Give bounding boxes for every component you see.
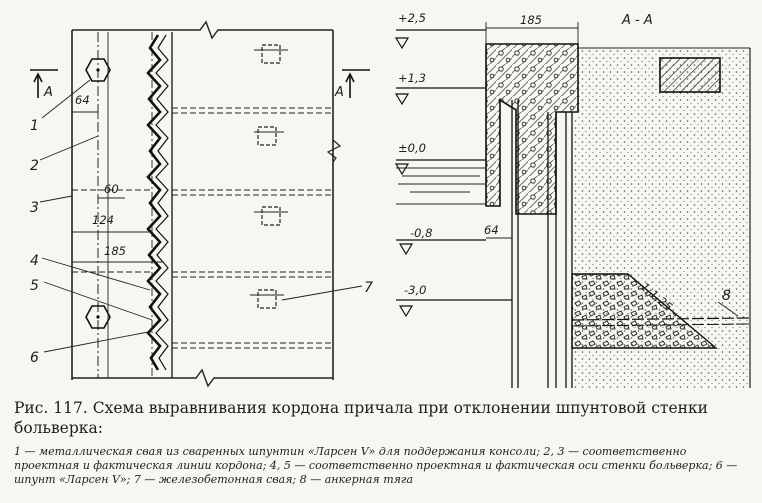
sheet-pile-wall-inner xyxy=(155,34,169,371)
callout-5: 5 xyxy=(30,278,39,294)
section-dim-185: 185 xyxy=(520,13,542,27)
level-plus-1-3: +1,3 xyxy=(398,71,426,85)
level-markers xyxy=(394,29,512,318)
rubble-prism xyxy=(571,273,718,349)
callout-leaders xyxy=(39,79,363,353)
section-title: А - А xyxy=(621,13,653,28)
level-minus-3-0: -3,0 xyxy=(404,283,426,297)
plan-break-top xyxy=(72,20,333,40)
callout-2: 2 xyxy=(30,158,39,174)
tie-lines xyxy=(72,107,333,349)
callout-3: 3 xyxy=(30,200,39,216)
anchor-block xyxy=(659,57,721,93)
caption-legend: 1 — металлическая свая из сваренных шпун… xyxy=(14,445,738,486)
plan-view: A A 64 60 124 185 xyxy=(30,20,373,388)
concrete-cap xyxy=(485,43,579,215)
sheet-pile-wall xyxy=(146,34,162,371)
section-mark-right xyxy=(342,69,370,98)
caption-title: Рис. 117. Схема выравнивания кордона при… xyxy=(14,399,708,437)
level-zero: ±0,0 xyxy=(398,141,426,155)
section-dim-64: 64 xyxy=(484,223,499,237)
plan-break-right xyxy=(326,139,342,163)
level-minus-0-8: -0,8 xyxy=(410,226,432,240)
plan-break-bottom xyxy=(72,368,333,388)
section-view: А - А 1:1,25 xyxy=(394,11,751,388)
water-lines xyxy=(396,167,486,205)
section-mark-left xyxy=(30,69,58,98)
callout-1: 1 xyxy=(30,118,39,134)
dim-124: 124 xyxy=(92,213,114,227)
dim-64-line xyxy=(71,106,99,118)
steel-pile-1-bottom-icon xyxy=(85,305,111,329)
dim-64: 64 xyxy=(75,93,90,107)
bolwerk-drawing: A A 64 60 124 185 xyxy=(30,11,751,388)
callout-7: 7 xyxy=(364,280,373,296)
callout-4: 4 xyxy=(30,253,39,269)
section-dim-185-line xyxy=(485,22,579,44)
rc-piles-7 xyxy=(257,44,281,309)
section-mark-right-label: A xyxy=(334,85,344,100)
dim-60: 60 xyxy=(104,182,119,196)
section-piles xyxy=(511,100,573,388)
callout-8: 8 xyxy=(722,288,731,304)
callout-6: 6 xyxy=(30,350,39,366)
steel-pile-1-top-icon xyxy=(85,58,111,82)
dim-185: 185 xyxy=(104,244,126,258)
level-plus-2-5: +2,5 xyxy=(398,11,426,25)
section-mark-left-label: A xyxy=(43,85,53,100)
figure-caption: Рис. 117. Схема выравнивания кордона при… xyxy=(14,398,752,487)
